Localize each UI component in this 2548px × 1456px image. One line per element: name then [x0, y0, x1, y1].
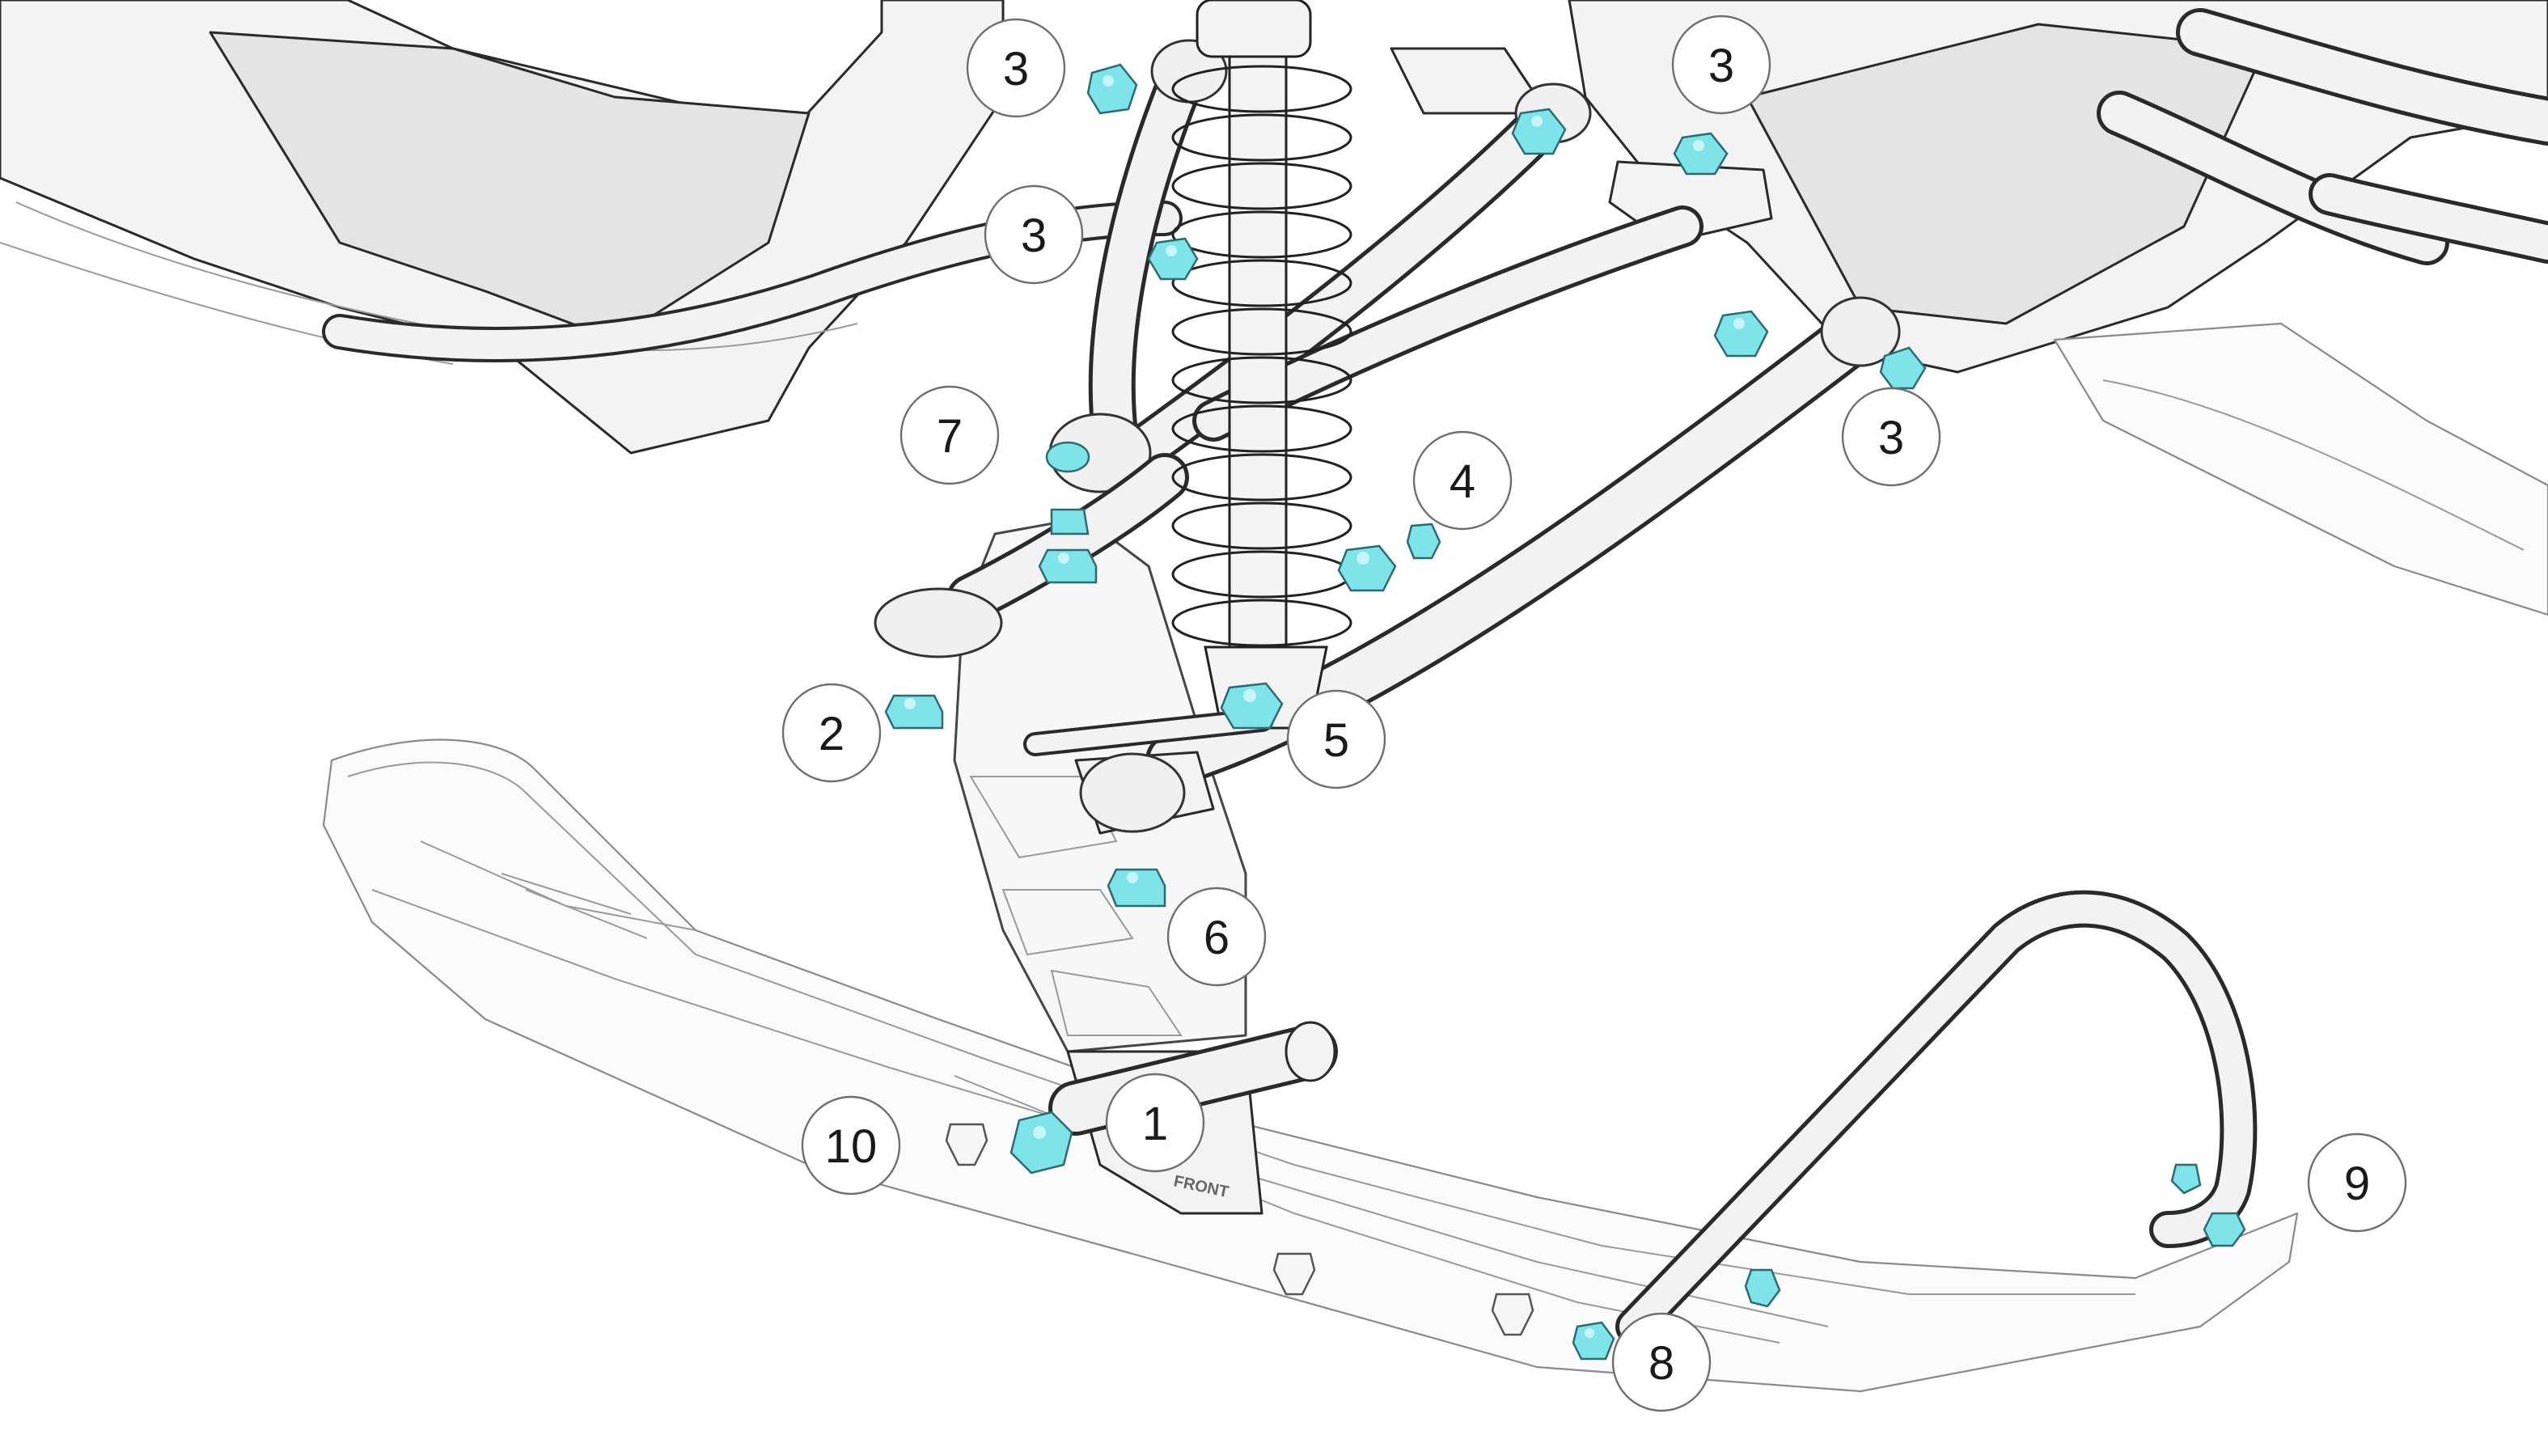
ski-loop-handle — [1615, 890, 2258, 1345]
coil-spring — [1171, 65, 1352, 647]
shock-absorber — [1171, 0, 1352, 730]
callout-9-label: 9 — [2344, 1158, 2370, 1210]
fastener-5-lower-arm-nut — [1220, 682, 1284, 730]
fastener-3-lower-arm-nut-e — [1713, 310, 1769, 358]
callout-6-label: 6 — [1204, 912, 1230, 964]
callout-3-top-right: 3 — [1671, 15, 1771, 115]
callout-5: 5 — [1286, 689, 1386, 789]
callout-3-top-left: 3 — [966, 18, 1066, 118]
callout-3-mid-left: 3 — [984, 184, 1084, 285]
fastener-4-shock-mount-nut — [1337, 523, 1441, 592]
callout-8: 8 — [1611, 1312, 1712, 1412]
callout-3-right: 3 — [1841, 387, 1941, 487]
ski-mounting-studs — [945, 1123, 1534, 1336]
callout-4-label: 4 — [1450, 455, 1475, 508]
chassis-body-panels — [0, 0, 2548, 616]
callout-1-label: 1 — [1142, 1098, 1168, 1150]
callout-5-label: 5 — [1323, 714, 1349, 767]
fastener-7-ball-joint-nut — [1038, 441, 1098, 584]
callout-2-label: 2 — [819, 708, 844, 760]
callout-7-label: 7 — [937, 410, 963, 463]
callout-4: 4 — [1412, 430, 1513, 531]
lower-a-arm — [874, 296, 1901, 835]
fastener-6-spindle-nut — [1107, 868, 1166, 908]
callout-10: 10 — [801, 1095, 901, 1196]
callout-7: 7 — [899, 385, 1000, 485]
callout-3-right-label: 3 — [1878, 412, 1904, 464]
callout-markers: 1 2 3 3 3 3 4 5 — [781, 15, 2407, 1412]
tie-rod — [1023, 708, 1274, 756]
upper-a-arm — [1048, 39, 1704, 493]
callout-1: 1 — [1105, 1073, 1205, 1173]
fastener-3-upper-arm-nut-a — [1086, 63, 1138, 115]
callout-10-label: 10 — [825, 1120, 878, 1173]
fastener-1-ski-bolt-head — [1009, 1111, 1073, 1175]
fastener-3-upper-arm-nut-b — [1147, 237, 1199, 281]
fastener-9-loop-rear-nut — [2170, 1163, 2246, 1247]
fastener-2-tie-rod-nut — [884, 694, 944, 730]
callout-2: 2 — [781, 683, 882, 783]
fastener-3-lower-arm-nut-f — [1879, 346, 1927, 390]
callout-6: 6 — [1166, 887, 1267, 987]
callout-9: 9 — [2307, 1132, 2407, 1233]
fastener-8-loop-nut — [1572, 1268, 1781, 1361]
fastener-3-upper-arm-nut-c — [1511, 108, 1567, 155]
fastener-3-upper-arm-nut-d — [1673, 132, 1729, 176]
callout-8-label: 8 — [1649, 1337, 1674, 1390]
callout-3-mid-left-label: 3 — [1021, 210, 1047, 262]
callout-3-top-right-label: 3 — [1708, 40, 1734, 92]
callout-3-top-left-label: 3 — [1003, 43, 1029, 95]
highlighted-fasteners — [884, 63, 2246, 1361]
